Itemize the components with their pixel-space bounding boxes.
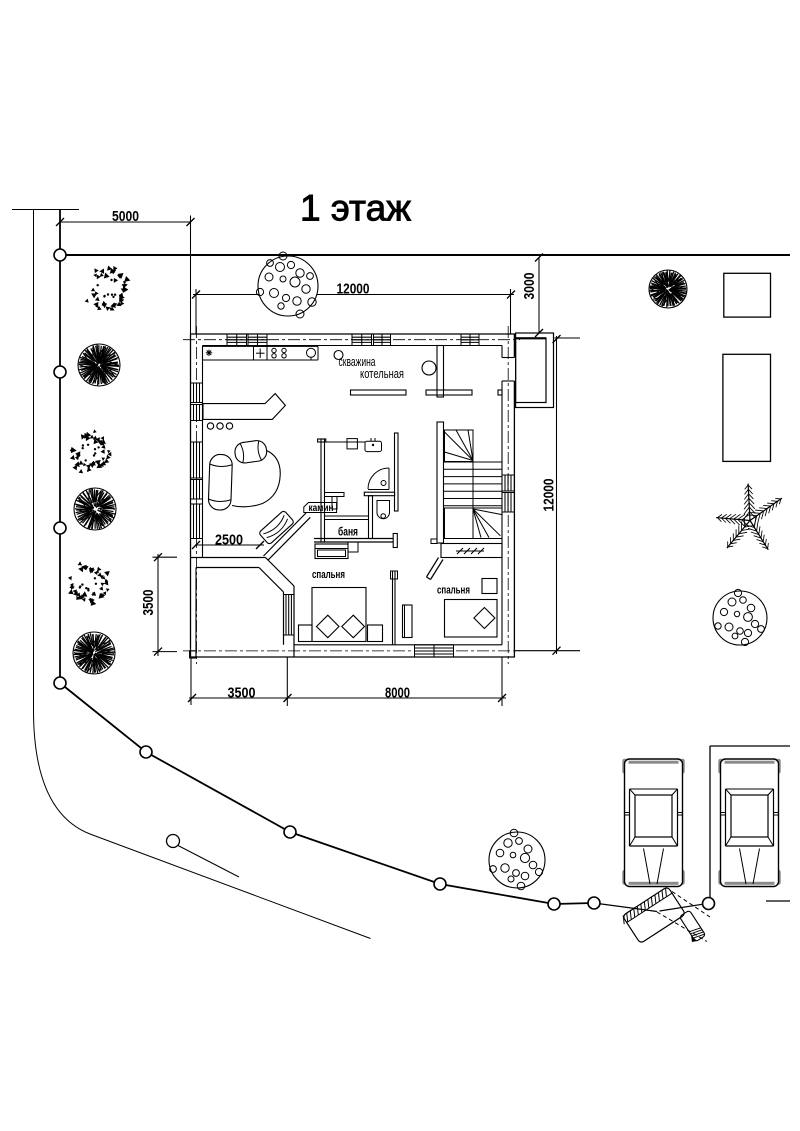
svg-text:12000: 12000 [541, 479, 558, 512]
svg-text:спальня: спальня [312, 569, 345, 581]
svg-text:2500: 2500 [215, 532, 243, 549]
svg-text:1 этаж: 1 этаж [300, 188, 411, 229]
svg-text:12000: 12000 [337, 281, 370, 298]
svg-text:3000: 3000 [521, 273, 538, 300]
svg-text:3500: 3500 [140, 590, 157, 616]
svg-text:8000: 8000 [385, 685, 410, 702]
svg-text:скважина: скважина [339, 354, 377, 369]
svg-text:котельная: котельная [360, 366, 404, 381]
svg-text:5000: 5000 [112, 208, 139, 225]
svg-text:камин: камин [309, 502, 334, 514]
svg-text:3500: 3500 [228, 685, 256, 702]
svg-text:баня: баня [338, 525, 358, 539]
svg-text:спальня: спальня [437, 585, 470, 597]
